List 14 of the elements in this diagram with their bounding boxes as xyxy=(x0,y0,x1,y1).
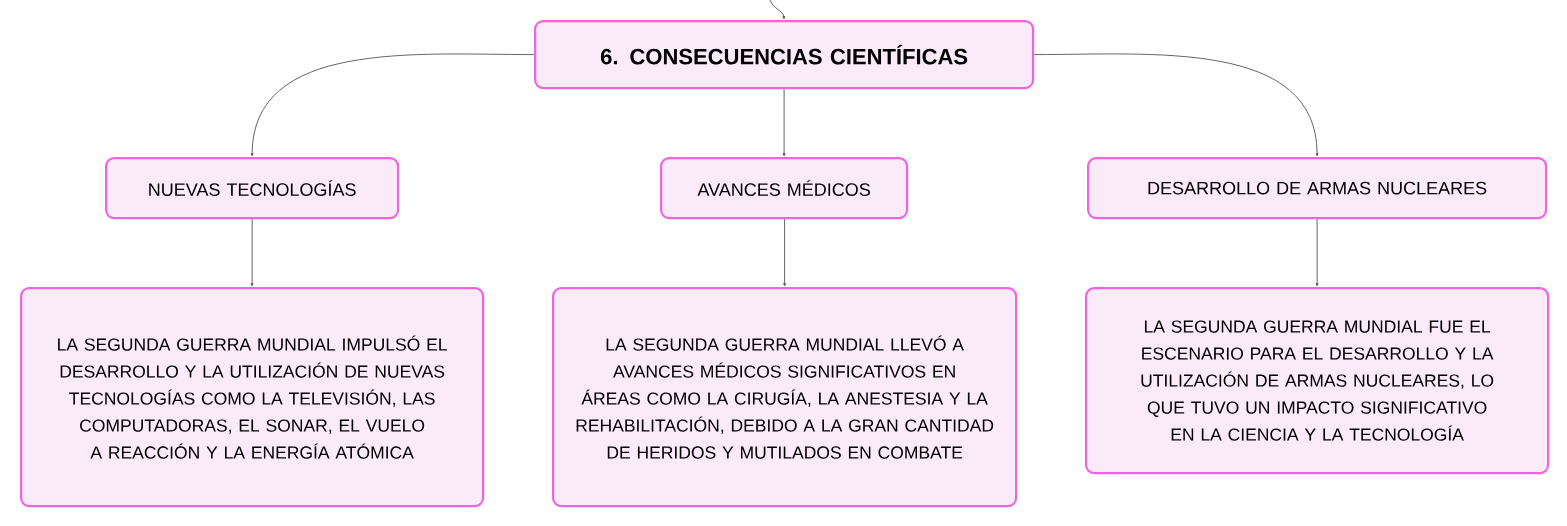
arrow xyxy=(769,0,786,20)
description-box: LA SEGUNDA GUERRA MUNDIAL IMPULSÓ EL DESARROLLO Y LA UTILIZACIÓN DE NUEVAS TECNOLOGÍAS COMO LA TELEVISIÓN, LAS COMPUTADORAS, EL SONAR, EL VUELO A REACCIÓN Y LA ENERGÍA ATÓMICA xyxy=(20,287,485,508)
arrow xyxy=(250,218,254,287)
arrow xyxy=(783,218,787,287)
arrow xyxy=(250,53,535,157)
topic-box: DESARROLLO DE ARMAS NUCLEARES xyxy=(1087,157,1548,220)
arrow xyxy=(782,88,786,157)
topic-box: AVANCES MÉDICOS xyxy=(660,157,909,220)
arrow xyxy=(1033,53,1319,157)
description-box: LA SEGUNDA GUERRA MUNDIAL FUE EL ESCENARIO PARA EL DESARROLLO Y LA UTILIZACIÓN DE ARMAS NUCLEARES, LO QUE TUVO UN IMPACTO SIGNIFICATIVO EN LA CIENCIA Y LA TECNOLOGÍA xyxy=(1085,287,1550,475)
description-box: LA SEGUNDA GUERRA MUNDIAL LLEVÓ A AVANCES MÉDICOS SIGNIFICATIVOS EN ÁREAS COMO LA CIRUGÍA, LA ANESTESIA Y LA REHABILITACIÓN, DEBIDO A LA GRAN CANTIDAD DE HERIDOS Y MUTILADOS EN COMBATE xyxy=(552,287,1018,508)
title-box: 6. CONSECUENCIAS CIENTÍFICAS xyxy=(534,20,1035,90)
topic-box: NUEVAS TECNOLOGÍAS xyxy=(105,157,400,220)
arrow xyxy=(1315,218,1319,287)
